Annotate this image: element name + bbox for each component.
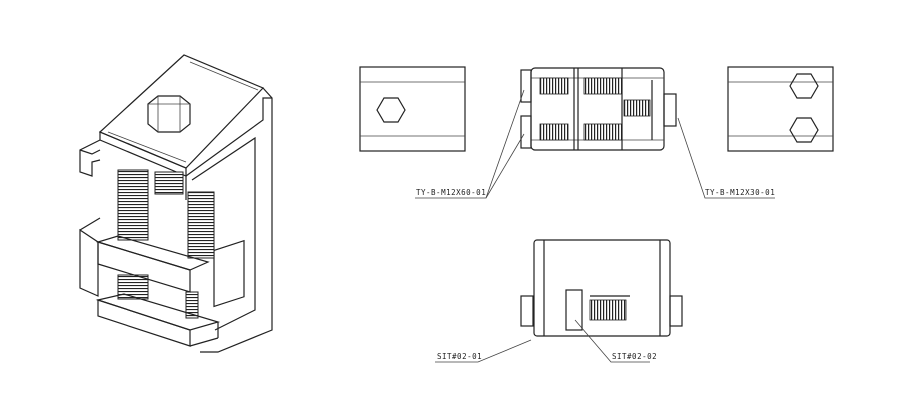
bottom-clamp-plate	[95, 293, 221, 347]
right-side-wall	[185, 87, 273, 353]
leader-lines	[415, 89, 775, 363]
threaded-rod-lower-left	[117, 274, 149, 300]
threaded-rod-back	[154, 171, 184, 195]
callout-bolt-short: TY-B-M12X30-01	[705, 188, 775, 197]
section-view	[520, 67, 677, 151]
middle-clamp-plate	[79, 217, 210, 297]
callout-bolt-long: TY-B-M12X60-01	[416, 188, 486, 197]
hex-bolt-head	[376, 97, 406, 123]
bottom-view	[520, 239, 683, 337]
nut-right	[663, 93, 677, 127]
hex-nut-upper	[789, 73, 819, 99]
nut-upper-left	[520, 69, 532, 103]
threaded-rod-lower-right	[185, 291, 199, 319]
clamp-pad	[565, 289, 583, 331]
top-hex-nut	[147, 95, 191, 133]
isometric-view	[79, 54, 273, 353]
callout-part-b: SIT#02-02	[612, 352, 657, 361]
threaded-rod-left	[117, 169, 149, 241]
left-side-view	[359, 66, 466, 152]
bottom-nut-left	[520, 295, 534, 327]
callout-part-a: SIT#02-01	[437, 352, 482, 361]
bottom-nut-right	[669, 295, 683, 327]
right-side-view	[727, 66, 834, 152]
hex-nut-lower	[789, 117, 819, 143]
threaded-rod-right	[187, 191, 215, 259]
nut-lower-left	[520, 115, 532, 149]
top-clamp-plate	[98, 54, 265, 177]
